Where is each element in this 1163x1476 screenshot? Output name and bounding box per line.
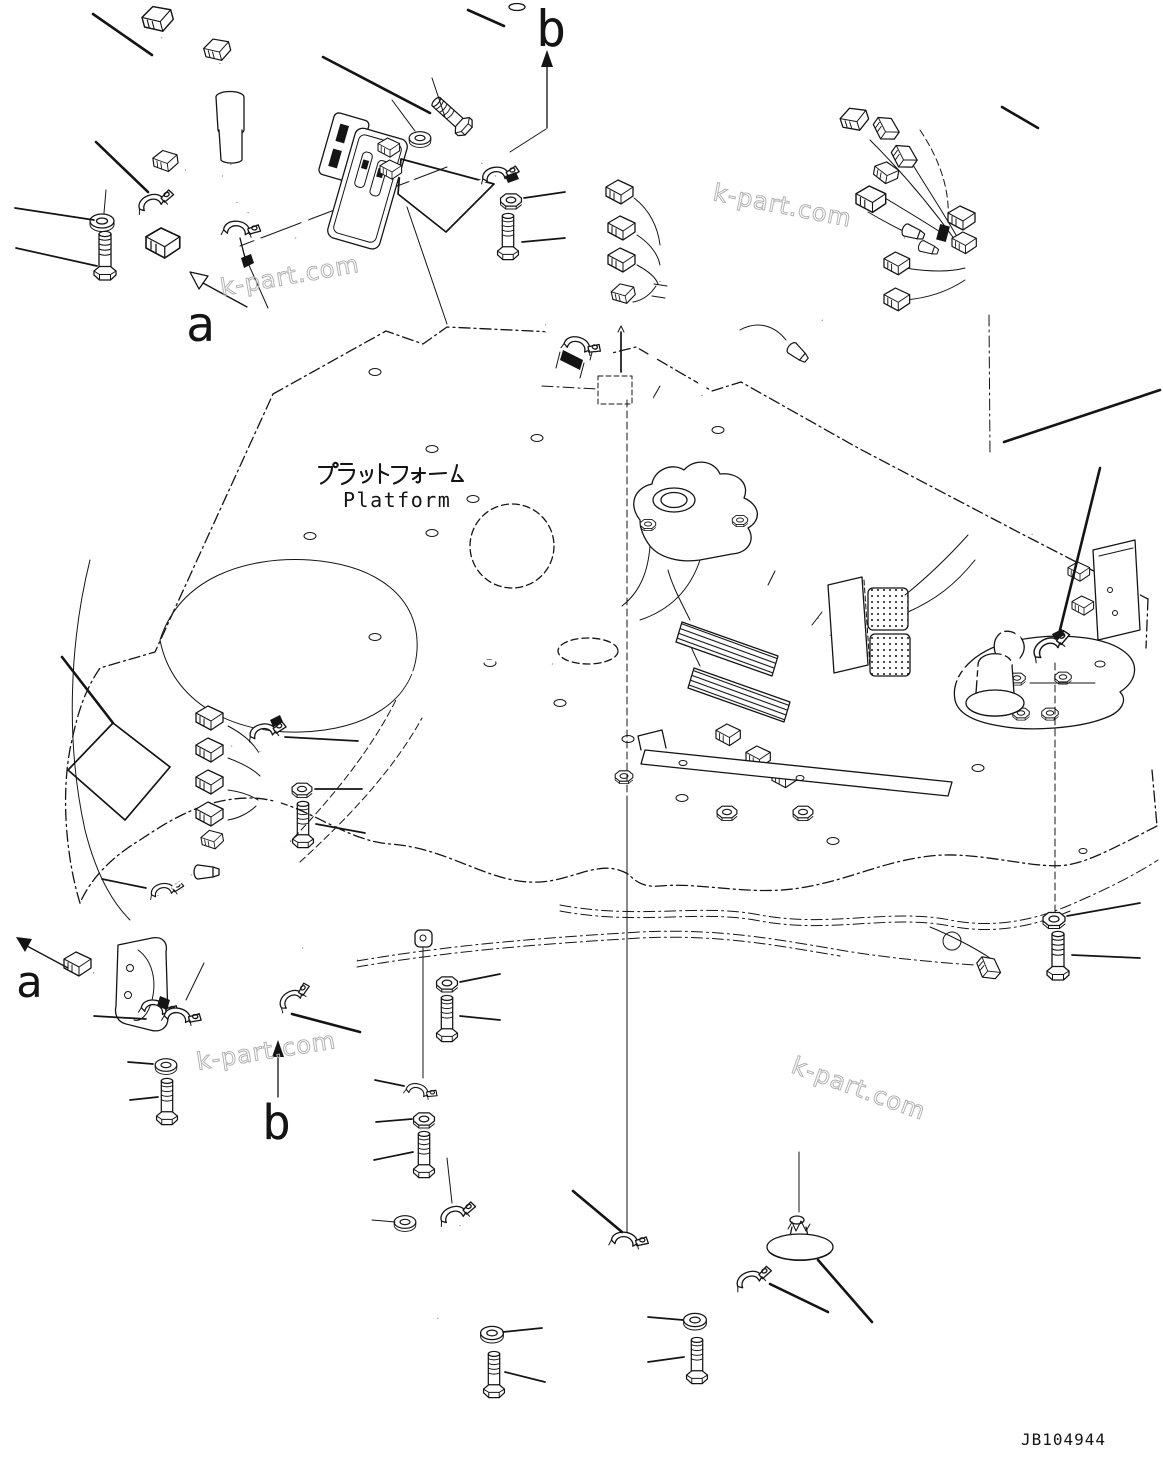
- sleeve: [215, 90, 245, 164]
- center-hardware: [373, 399, 628, 1234]
- mount-plate-a: [67, 722, 171, 821]
- harness-clamp-3: [478, 163, 521, 185]
- double-clamp: [137, 996, 204, 1028]
- terminal-blocks: [667, 569, 797, 789]
- drawing-number: JB104944: [1021, 1430, 1106, 1449]
- harness-subassembly-left: [60, 559, 553, 1126]
- bottom-hose: [371, 1151, 874, 1399]
- mating-connector: [318, 112, 408, 250]
- wire-loops: [901, 604, 1022, 681]
- callout-a-top: a: [186, 297, 215, 353]
- ecu-connector: [827, 534, 976, 677]
- horn-bracket: [1092, 539, 1141, 641]
- routing-wires: [356, 859, 1159, 985]
- lower-bracket: [614, 729, 953, 822]
- mount-plate-b: [397, 158, 495, 233]
- main-trunk-harness: [542, 319, 835, 640]
- branch-tube: [697, 272, 824, 396]
- harness-clamp-4: [245, 715, 289, 743]
- right-hardware: [1000, 105, 1162, 981]
- arrow-a-left: [16, 937, 69, 969]
- nut-right: [499, 193, 523, 210]
- arrow-b-top: [509, 50, 553, 153]
- callout-b-bottom: b: [262, 1095, 291, 1151]
- connector-stack-top: [605, 179, 661, 307]
- conduit-tube: [646, 281, 676, 493]
- platform-label-en: Platform: [343, 488, 451, 512]
- wiring-harness-main: [837, 103, 1037, 537]
- arrow-a-top: [189, 271, 248, 308]
- grommet-plate: [621, 461, 758, 621]
- arrow-b-bottom: [272, 1040, 284, 1098]
- platform-holes: [303, 368, 1133, 854]
- b-tube: [477, 2, 526, 167]
- platform-label-jp: プラットフォーム: [317, 461, 465, 486]
- harness-subassembly-ab: [14, 1, 566, 325]
- stud-bolt: [597, 325, 633, 405]
- edge-clamp: [555, 332, 604, 379]
- breather-cap: [766, 1215, 834, 1262]
- platform-outline: [64, 326, 1158, 904]
- callout-a-left: a: [16, 957, 43, 1008]
- callout-b-top: b: [536, 0, 566, 58]
